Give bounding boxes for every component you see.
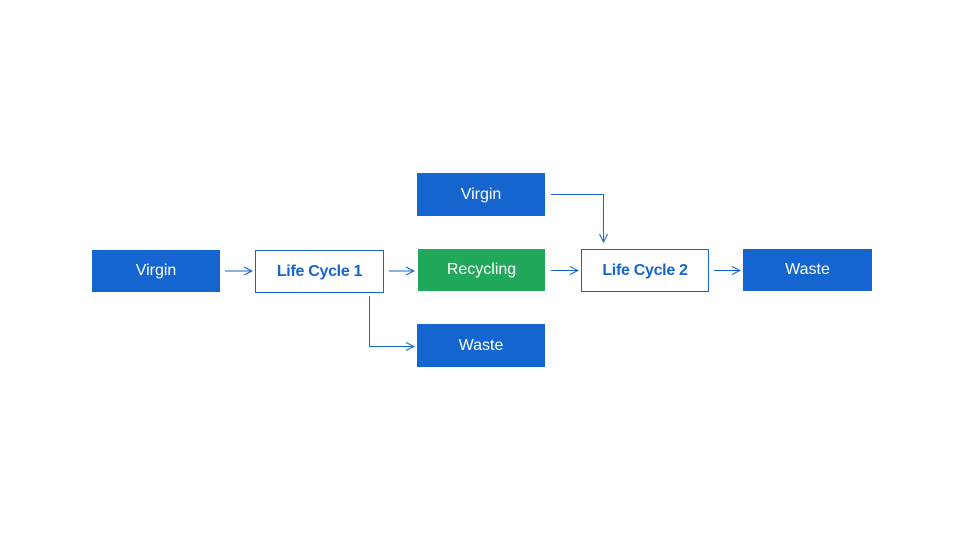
node-recycling: Recycling [418,249,545,291]
arrow-life-cycle-1-to-waste [369,296,415,347]
node-life-cycle-1: Life Cycle 1 [255,250,384,293]
node-waste-bottom: Waste [417,324,545,367]
arrow-virgin-to-life-cycle-2 [551,194,604,243]
node-life-cycle-2: Life Cycle 2 [581,249,709,292]
node-waste-end: Waste [743,249,872,291]
node-virgin-start: Virgin [92,250,220,292]
node-virgin-top: Virgin [417,173,545,216]
